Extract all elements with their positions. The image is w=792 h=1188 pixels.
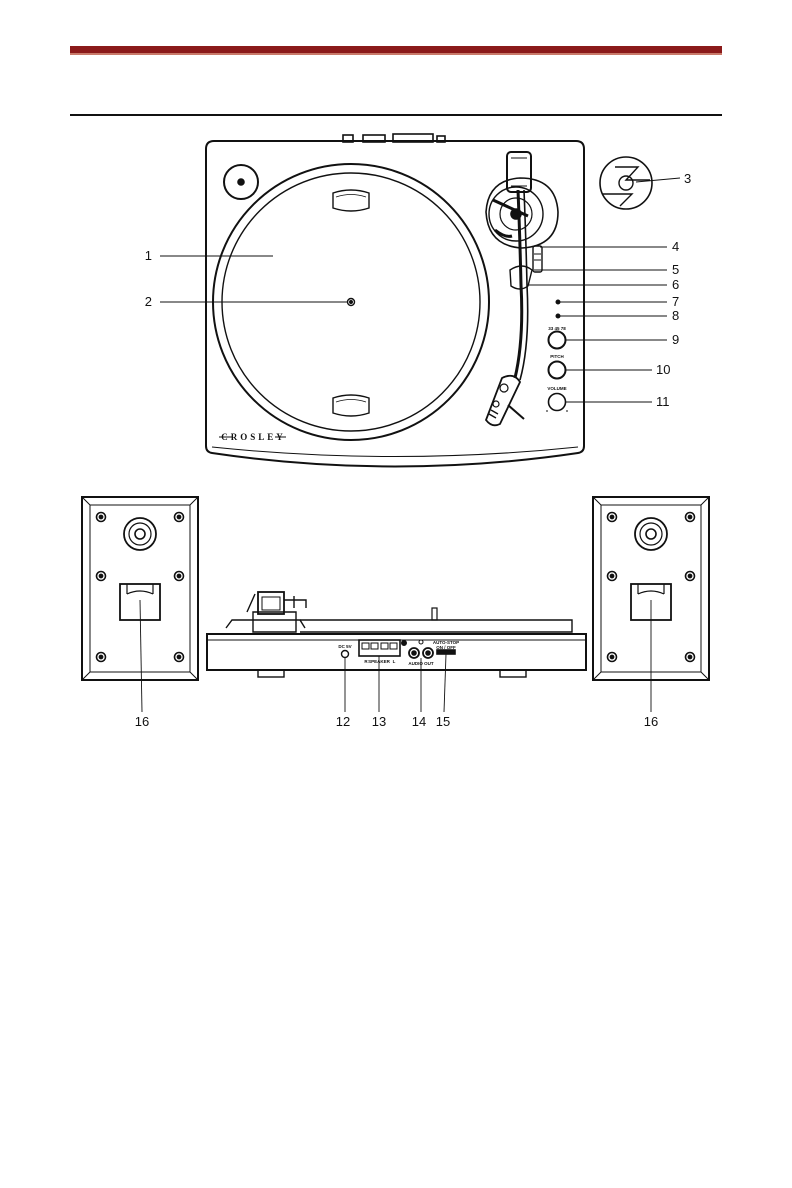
callout-14: 14 [412,714,426,729]
callout-11: 11 [656,394,670,409]
callout-16-left: 16 [135,714,149,729]
dc-jack [342,651,349,658]
callout-12: 12 [336,714,350,729]
cue-lever [533,246,542,272]
auto-stop-sub-label: ON / OFF [436,645,456,650]
pitch-knob [549,362,566,379]
45-adapter [600,157,652,209]
finger-lift [508,405,524,419]
callout-13: 13 [372,714,386,729]
callout-8: 8 [672,308,679,323]
speaker-left [82,497,198,680]
turntable-rear-view [207,592,586,677]
volume-label: VOLUME [547,386,566,391]
foot [258,670,284,677]
callout-2: 2 [145,294,152,309]
callout-16-right: 16 [644,714,658,729]
spindle-side [432,608,437,620]
standby-led [556,314,560,318]
platter-tab-top [333,190,369,211]
callout-5: 5 [672,262,679,277]
plinth-lip [212,447,578,457]
callout-3: 3 [684,171,691,186]
speaker-l-label: L [393,659,396,664]
pitch-label: PITCH [550,354,564,359]
volume-knob [549,394,566,411]
speed-knob [549,332,566,349]
dc-label: DC 5V [338,644,351,649]
callout-4: 4 [672,239,679,254]
adapter-pin [238,179,244,185]
headshell [486,376,520,426]
speed-label: 33 45 78 [548,326,566,331]
platter-edge [300,620,572,632]
tonearm-assembly [486,152,652,425]
callout-7: 7 [672,294,679,309]
brand-logo: CROSLEY [221,432,286,442]
platter-tab-bottom [333,395,369,416]
callout-6: 6 [672,277,679,292]
auto-stop-switch [437,650,455,654]
callout-9: 9 [672,332,679,347]
power-led [556,300,560,304]
speaker-terminals [359,640,400,656]
callout-10: 10 [656,362,670,377]
foot [500,670,526,677]
callout-1: 1 [145,248,152,263]
callout-15: 15 [436,714,450,729]
